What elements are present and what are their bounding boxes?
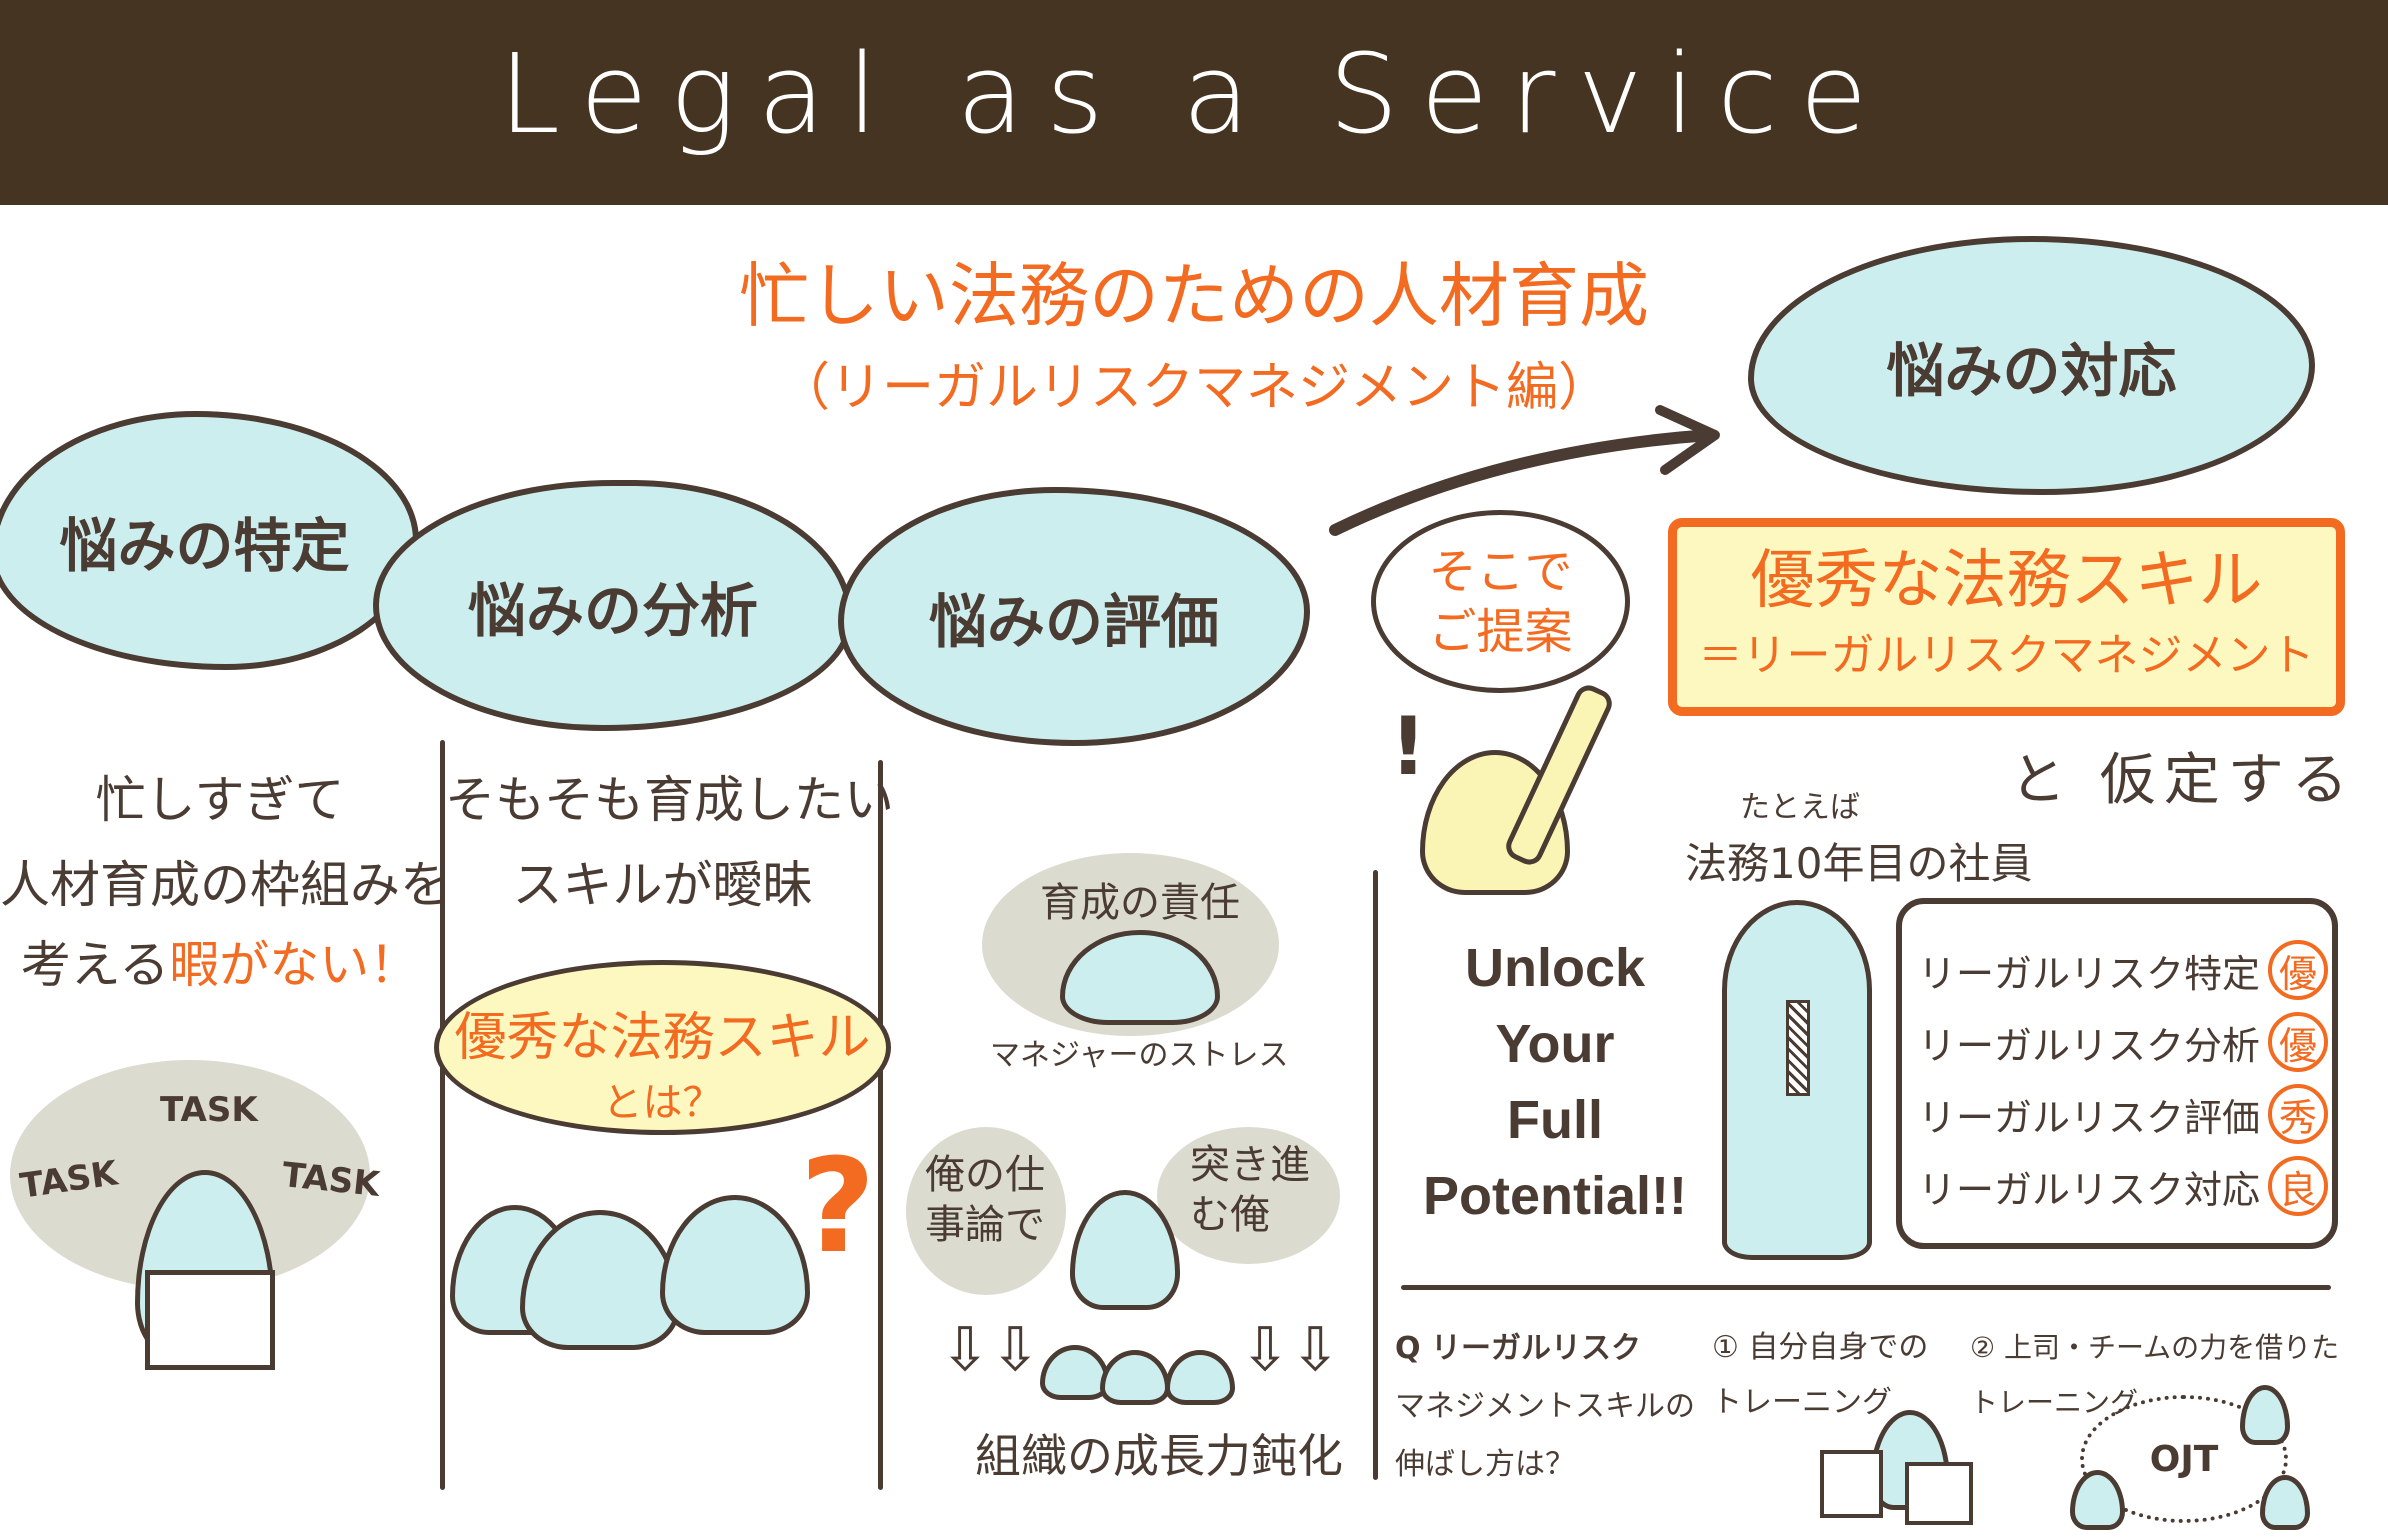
example-text: たとえば <box>1740 790 1860 825</box>
person-figure <box>1165 1350 1235 1405</box>
skill-row: リーガルリスク評価秀 <box>1918 1078 2332 1150</box>
theory-cloud <box>906 1127 1066 1295</box>
grade-stamp: 優 <box>2268 940 2329 1000</box>
col1-text: 人材育成の枠組みを <box>0 856 450 914</box>
col1-text-prefix: 考える <box>20 936 170 994</box>
question-mark: ? <box>800 1130 876 1282</box>
responsibility-text: 育成の責任 <box>1040 880 1240 926</box>
slogan-line: Unlock <box>1464 938 1646 998</box>
subtitle-edition: （リーガルリスクマネジメント編） <box>777 358 1610 418</box>
header-bar <box>0 0 2388 205</box>
option-line: ① 自分自身での <box>1712 1330 1929 1365</box>
person-figure <box>2260 1475 2310 1530</box>
cloud-label: 悩みの特定 <box>59 511 350 580</box>
page-title: Legal as a Service <box>498 30 1890 158</box>
person-figure <box>1100 1350 1170 1405</box>
question-line: Q リーガルリスク <box>1395 1331 1641 1366</box>
charging-text: 突き進む俺 <box>1190 1142 1310 1238</box>
task-label: TASK <box>160 1090 258 1130</box>
divider <box>878 760 883 1490</box>
option-line: トレーニング <box>1712 1385 1892 1420</box>
question-block: Q リーガルリスク マネジメントスキルの 伸ばし方は？ <box>1395 1320 1695 1494</box>
exclaim-mark: ! <box>1390 700 1427 793</box>
cloud-label: 悩みの対応 <box>1886 336 2177 405</box>
skill-name: リーガルリスク特定 <box>1918 951 2261 996</box>
col2-text: そもそも育成したい <box>445 771 894 829</box>
hypothesis-box: 優秀な法務スキル ＝リーガルリスクマネジメント <box>1668 518 2345 716</box>
ojt-cycle: OJT <box>2080 1395 2288 1523</box>
col2-text: スキルが曖昧 <box>512 856 813 914</box>
option-1: ① 自分自身での トレーニング <box>1712 1320 1928 1430</box>
cloud-evaluate: 悩みの評価 <box>838 487 1310 746</box>
cloud-analyze: 悩みの分析 <box>373 480 853 731</box>
divider <box>1373 870 1378 1480</box>
employee-text: 法務10年目の社員 <box>1685 839 2033 888</box>
down-arrows-icon: ⇩⇩ <box>940 1315 1041 1385</box>
arrow-icon <box>1329 405 1720 536</box>
slogan-line: Full <box>1507 1090 1603 1150</box>
proposal-speech-bubble: そこでご提案 <box>1371 510 1630 693</box>
skill-row: リーガルリスク特定優 <box>1918 934 2332 1006</box>
assume-text: と 仮定する <box>2010 748 2356 813</box>
skill-rating-bubble: リーガルリスク特定優 リーガルリスク分析優 リーガルリスク評価秀 リーガルリスク… <box>1896 898 2338 1249</box>
skill-row: リーガルリスク分析優 <box>1918 1006 2332 1078</box>
col1-text: 忙しすぎて <box>95 771 345 829</box>
person-figure <box>2240 1385 2290 1445</box>
option-line: ② 上司・チームの力を借りた <box>1970 1331 2340 1364</box>
charging-cloud <box>1157 1127 1340 1264</box>
book-icon <box>1820 1450 1883 1518</box>
skill-row: リーガルリスク対応良 <box>1918 1150 2332 1222</box>
skill-name: リーガルリスク評価 <box>1918 1095 2261 1140</box>
manager-stress-text: マネジャーのストレス <box>990 1038 1289 1073</box>
subtitle: 忙しい法務のための人材育成 <box>739 255 1649 337</box>
person-figure <box>2070 1470 2125 1530</box>
necktie-icon <box>1786 1000 1810 1096</box>
proposal-text: そこでご提案 <box>1428 543 1573 660</box>
bubble-sub-text: とは？ <box>602 1080 723 1126</box>
ojt-label: OJT <box>2149 1438 2219 1480</box>
laptop-icon <box>145 1270 275 1370</box>
slogan-line: Your <box>1495 1014 1615 1074</box>
skill-question-bubble: 優秀な法務スキル とは？ <box>434 960 891 1135</box>
hypothesis-line2: ＝リーガルリスクマネジメント <box>1698 630 2315 681</box>
laptop-icon <box>1905 1462 1973 1525</box>
grade-stamp: 秀 <box>2268 1084 2329 1144</box>
hypothesis-line1: 優秀な法務スキル <box>1750 544 2263 618</box>
divider <box>440 740 445 1490</box>
question-line: マネジメントスキルの <box>1395 1389 1695 1424</box>
cloud-label: 悩みの評価 <box>928 587 1219 656</box>
my-theory-text: 俺の仕事論で <box>925 1152 1045 1248</box>
grade-stamp: 良 <box>2268 1156 2329 1216</box>
divider <box>1401 1285 2331 1290</box>
org-decline-text: 組織の成長力鈍化 <box>975 1429 1343 1483</box>
cloud-label: 悩みの分析 <box>467 576 758 645</box>
skill-name: リーガルリスク対応 <box>1918 1167 2261 1212</box>
person-figure <box>660 1195 810 1335</box>
col1-text: 考える暇がない！ <box>0 925 440 997</box>
cloud-respond: 悩みの対応 <box>1748 236 2315 495</box>
question-line: 伸ばし方は？ <box>1395 1447 1575 1482</box>
unlock-slogan: Unlock Your Full Potential!! <box>1400 930 1710 1234</box>
col1-emphasis: 暇がない！ <box>169 936 420 994</box>
cloud-identify: 悩みの特定 <box>0 411 419 670</box>
grade-stamp: 優 <box>2268 1012 2329 1072</box>
skill-name: リーガルリスク分析 <box>1918 1023 2261 1068</box>
bubble-main-text: 優秀な法務スキル <box>454 1008 871 1068</box>
down-arrows-icon: ⇩⇩ <box>1240 1315 1341 1385</box>
slogan-line: Potential!! <box>1423 1166 1687 1226</box>
